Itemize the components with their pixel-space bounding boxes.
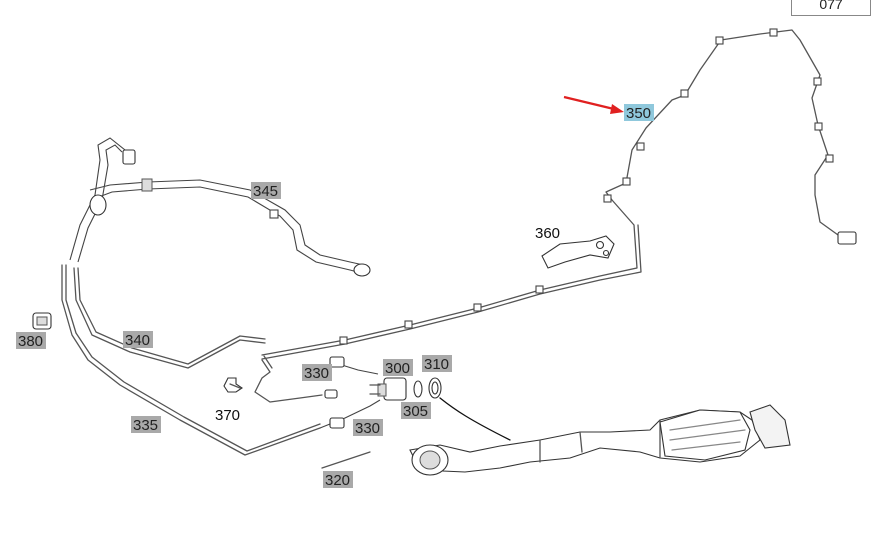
clip xyxy=(814,122,823,131)
fitting-330-lower xyxy=(329,417,345,429)
label-340-box xyxy=(123,331,153,348)
connection-arrow xyxy=(439,397,511,441)
hose-345-end xyxy=(353,263,371,277)
sensor-fitting xyxy=(324,389,338,399)
highlight-arrow-head xyxy=(610,104,624,114)
label-345[interactable]: 345 xyxy=(251,182,281,200)
leader-320 xyxy=(321,451,371,469)
connector-380-inner xyxy=(36,316,48,326)
label-330-lower[interactable]: 330 xyxy=(353,419,383,437)
exhaust-extension xyxy=(749,404,791,449)
highlight-arrow xyxy=(563,95,619,112)
label-340-text: 340 xyxy=(125,332,150,349)
label-300-box xyxy=(383,359,413,376)
label-320-text: 320 xyxy=(325,472,350,489)
label-330-upper-text: 330 xyxy=(304,365,329,382)
clip-370-detail xyxy=(229,383,241,389)
pipe-340-edge xyxy=(77,267,266,365)
clip xyxy=(473,303,482,312)
clip xyxy=(813,77,822,86)
label-350-box xyxy=(624,104,654,121)
label-370[interactable]: 370 xyxy=(215,407,240,424)
clip xyxy=(622,177,631,186)
label-320-box xyxy=(323,471,353,488)
sensor-300 xyxy=(383,377,407,401)
label-310-text: 310 xyxy=(424,356,449,373)
pipe-335-edge xyxy=(65,264,321,452)
label-310[interactable]: 310 xyxy=(422,355,452,373)
label-320[interactable]: 320 xyxy=(323,471,353,489)
exhaust-pipe-detail xyxy=(539,419,661,463)
label-380[interactable]: 380 xyxy=(16,332,46,350)
label-330-lower-box xyxy=(353,419,383,436)
hose-345-edge xyxy=(77,144,366,275)
hose-345 xyxy=(69,137,369,267)
ring-310-inner xyxy=(431,381,439,395)
hose-345-connector xyxy=(122,149,136,165)
label-335-text: 335 xyxy=(133,417,158,434)
label-330-upper-box xyxy=(302,364,332,381)
label-330-upper[interactable]: 330 xyxy=(302,364,332,382)
label-380-box xyxy=(16,332,46,349)
clip xyxy=(339,336,348,345)
sensor-line-upper xyxy=(254,359,323,403)
label-335-box xyxy=(131,416,161,433)
label-345-text: 345 xyxy=(253,183,278,200)
label-350-text: 350 xyxy=(626,105,651,122)
label-305-box xyxy=(401,402,431,419)
clip xyxy=(603,194,612,203)
catalyst-texture xyxy=(669,419,746,451)
exhaust-inlet-inner xyxy=(419,450,441,470)
label-300[interactable]: 300 xyxy=(383,359,413,377)
label-335[interactable]: 335 xyxy=(131,416,161,434)
sensor-line-upper-edge xyxy=(263,355,273,369)
bracket-360 xyxy=(541,235,615,269)
label-340[interactable]: 340 xyxy=(123,331,153,349)
label-370-text: 370 xyxy=(215,407,240,424)
pipe-335 xyxy=(61,264,321,456)
pipe-340 xyxy=(73,267,266,369)
label-300-text: 300 xyxy=(385,360,410,377)
clip xyxy=(636,142,645,151)
label-330-lower-text: 330 xyxy=(355,420,380,437)
connector-350-end xyxy=(837,231,857,245)
clip xyxy=(769,28,778,37)
sensor-300-pins xyxy=(369,384,381,395)
label-305-text: 305 xyxy=(403,403,428,420)
pipe-350 xyxy=(261,29,846,356)
seal-305 xyxy=(413,380,423,398)
hose-345-sleeve xyxy=(141,178,153,192)
label-380-text: 380 xyxy=(18,333,43,350)
fitting-330-upper xyxy=(329,356,345,368)
bracket-hole xyxy=(602,249,610,257)
label-350[interactable]: 350 xyxy=(624,104,654,122)
clip xyxy=(715,36,724,45)
clip xyxy=(535,285,544,294)
bracket-hole xyxy=(595,240,605,250)
clip xyxy=(269,209,279,219)
pipe-350-edge xyxy=(261,224,642,360)
label-305[interactable]: 305 xyxy=(401,402,431,420)
label-310-box xyxy=(422,355,452,372)
clip xyxy=(680,89,689,98)
label-360[interactable]: 360 xyxy=(535,225,560,242)
label-345-box xyxy=(251,182,281,199)
hose-345-collar xyxy=(89,194,107,216)
clip xyxy=(404,320,413,329)
clip xyxy=(825,154,834,163)
sensor-300-body xyxy=(377,383,387,397)
label-360-text: 360 xyxy=(535,225,560,242)
